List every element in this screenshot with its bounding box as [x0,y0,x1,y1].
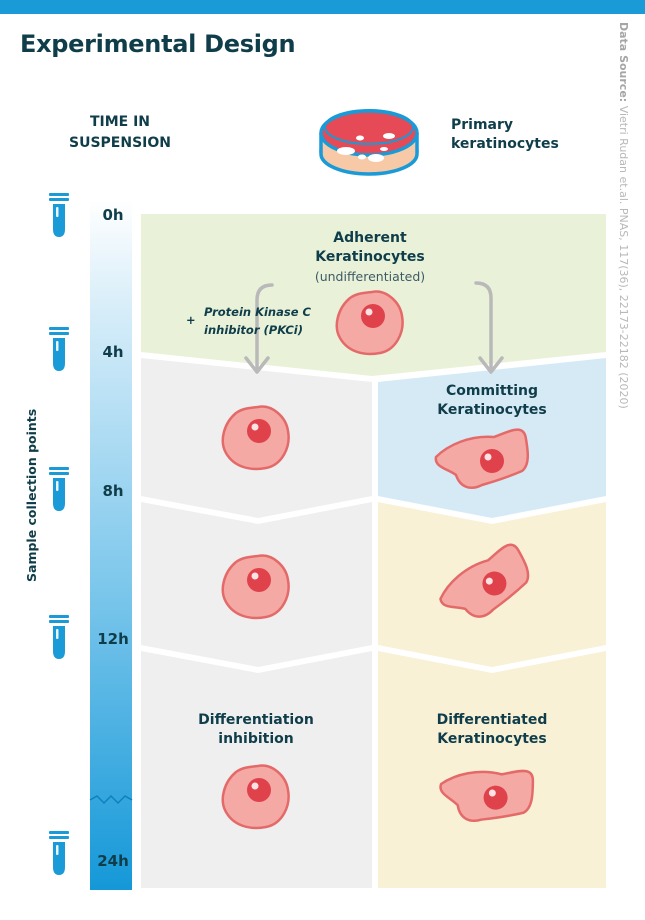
time-in-suspension-header: TIME IN SUSPENSION [56,112,184,154]
committing-label-line2: Keratinocytes [437,402,547,418]
arrow-to-inhibition [255,283,274,372]
sample-tube-icon-12h [49,615,69,659]
petri-dish-icon [319,109,419,176]
time-gradient-bar [90,200,132,890]
primary-keratinocytes-label: Primary keratinocytes [451,116,559,154]
sample-tube-icon-8h [49,467,69,511]
pkc-label-line1: Protein Kinase C [204,305,311,319]
inhibited-cell-icon-8-12h [221,554,290,620]
time-axis-break [89,794,133,805]
inhibited-cell-icon-4-8h [221,405,290,471]
differentiated-label-line2: Keratinocytes [437,731,547,747]
time-header-line1: TIME IN [89,114,151,130]
adherent-cell-icon [335,290,404,356]
top-accent-bar [0,0,645,14]
committing-label-line1: Committing [445,383,539,399]
sample-collection-label: Sample collection points [24,408,39,582]
timepoint-12h: 12h [97,630,129,648]
arrow-head-committing [478,356,504,374]
committing-keratinocytes-label: Committing Keratinocytes [412,382,572,420]
adherent-label-line1: Adherent [333,230,407,246]
timepoint-4h: 4h [102,343,124,361]
adherent-label-sub: (undifferentiated) [314,269,426,284]
timepoint-0h: 0h [102,206,124,224]
differentiated-label-line1: Differentiated [436,712,548,728]
sample-tube-icon-24h [49,831,69,875]
adherent-label-line2: Keratinocytes [315,249,425,265]
sample-tube-icon-4h [49,327,69,371]
primary-label-line1: Primary [451,117,514,133]
adherent-keratinocytes-label: Adherent Keratinocytes (undifferentiated… [290,229,450,286]
timepoint-24h: 24h [97,852,129,870]
time-header-line2: SUSPENSION [69,135,171,151]
page-title: Experimental Design [20,30,296,58]
pkc-label-line2: inhibitor (PKCi) [204,323,304,337]
differentiated-keratinocytes-label: Differentiated Keratinocytes [410,711,574,749]
timepoint-8h: 8h [102,482,124,500]
inhibited-cell-icon-12-24h [221,764,290,830]
differentiated-zone-12-24h [378,651,606,888]
primary-label-line2: keratinocytes [451,136,559,152]
inhibition-label-line1: Differentiation [198,712,314,728]
arrow-head-inhibition [244,356,270,374]
sample-tube-icon-0h [49,193,69,237]
inhibition-label-line2: inhibition [218,731,294,747]
pkc-plus-sign: + [186,313,196,327]
differentiation-inhibition-label: Differentiation inhibition [174,711,338,749]
arrow-to-committing [474,281,493,372]
